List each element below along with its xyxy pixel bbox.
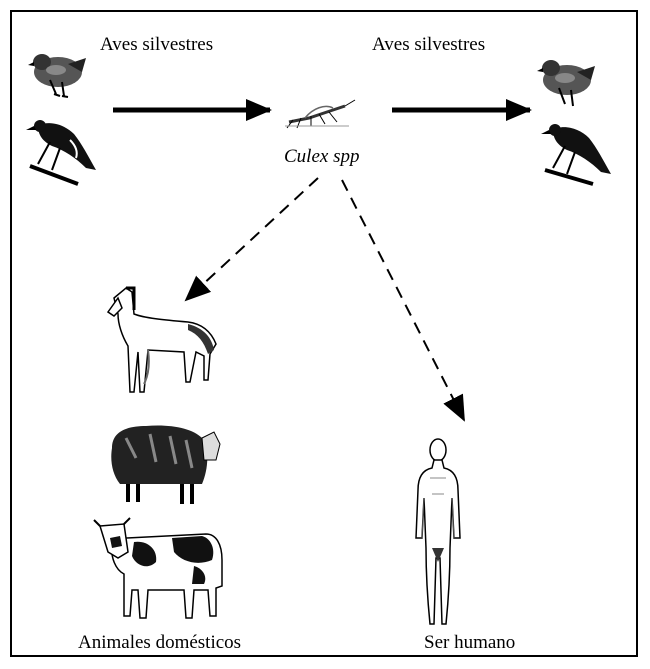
crow-icon <box>26 120 96 184</box>
horse-icon <box>108 288 216 392</box>
pigeon-icon <box>537 60 595 106</box>
cow-icon <box>94 518 222 618</box>
label-vector: Culex spp <box>284 147 359 166</box>
arrow-vector-to-domestic <box>186 178 318 300</box>
label-wild-birds-right: Aves silvestres <box>372 35 485 54</box>
pigeon-icon <box>28 54 86 97</box>
arrow-vector-to-human <box>342 180 464 420</box>
label-human: Ser humano <box>424 633 515 652</box>
label-wild-birds-left: Aves silvestres <box>100 35 213 54</box>
sheep-icon <box>111 426 220 505</box>
crow-icon <box>541 124 611 184</box>
human-figure-icon <box>416 439 460 624</box>
label-domestic-animals: Animales domésticos <box>78 633 241 652</box>
mosquito-icon <box>285 100 355 128</box>
